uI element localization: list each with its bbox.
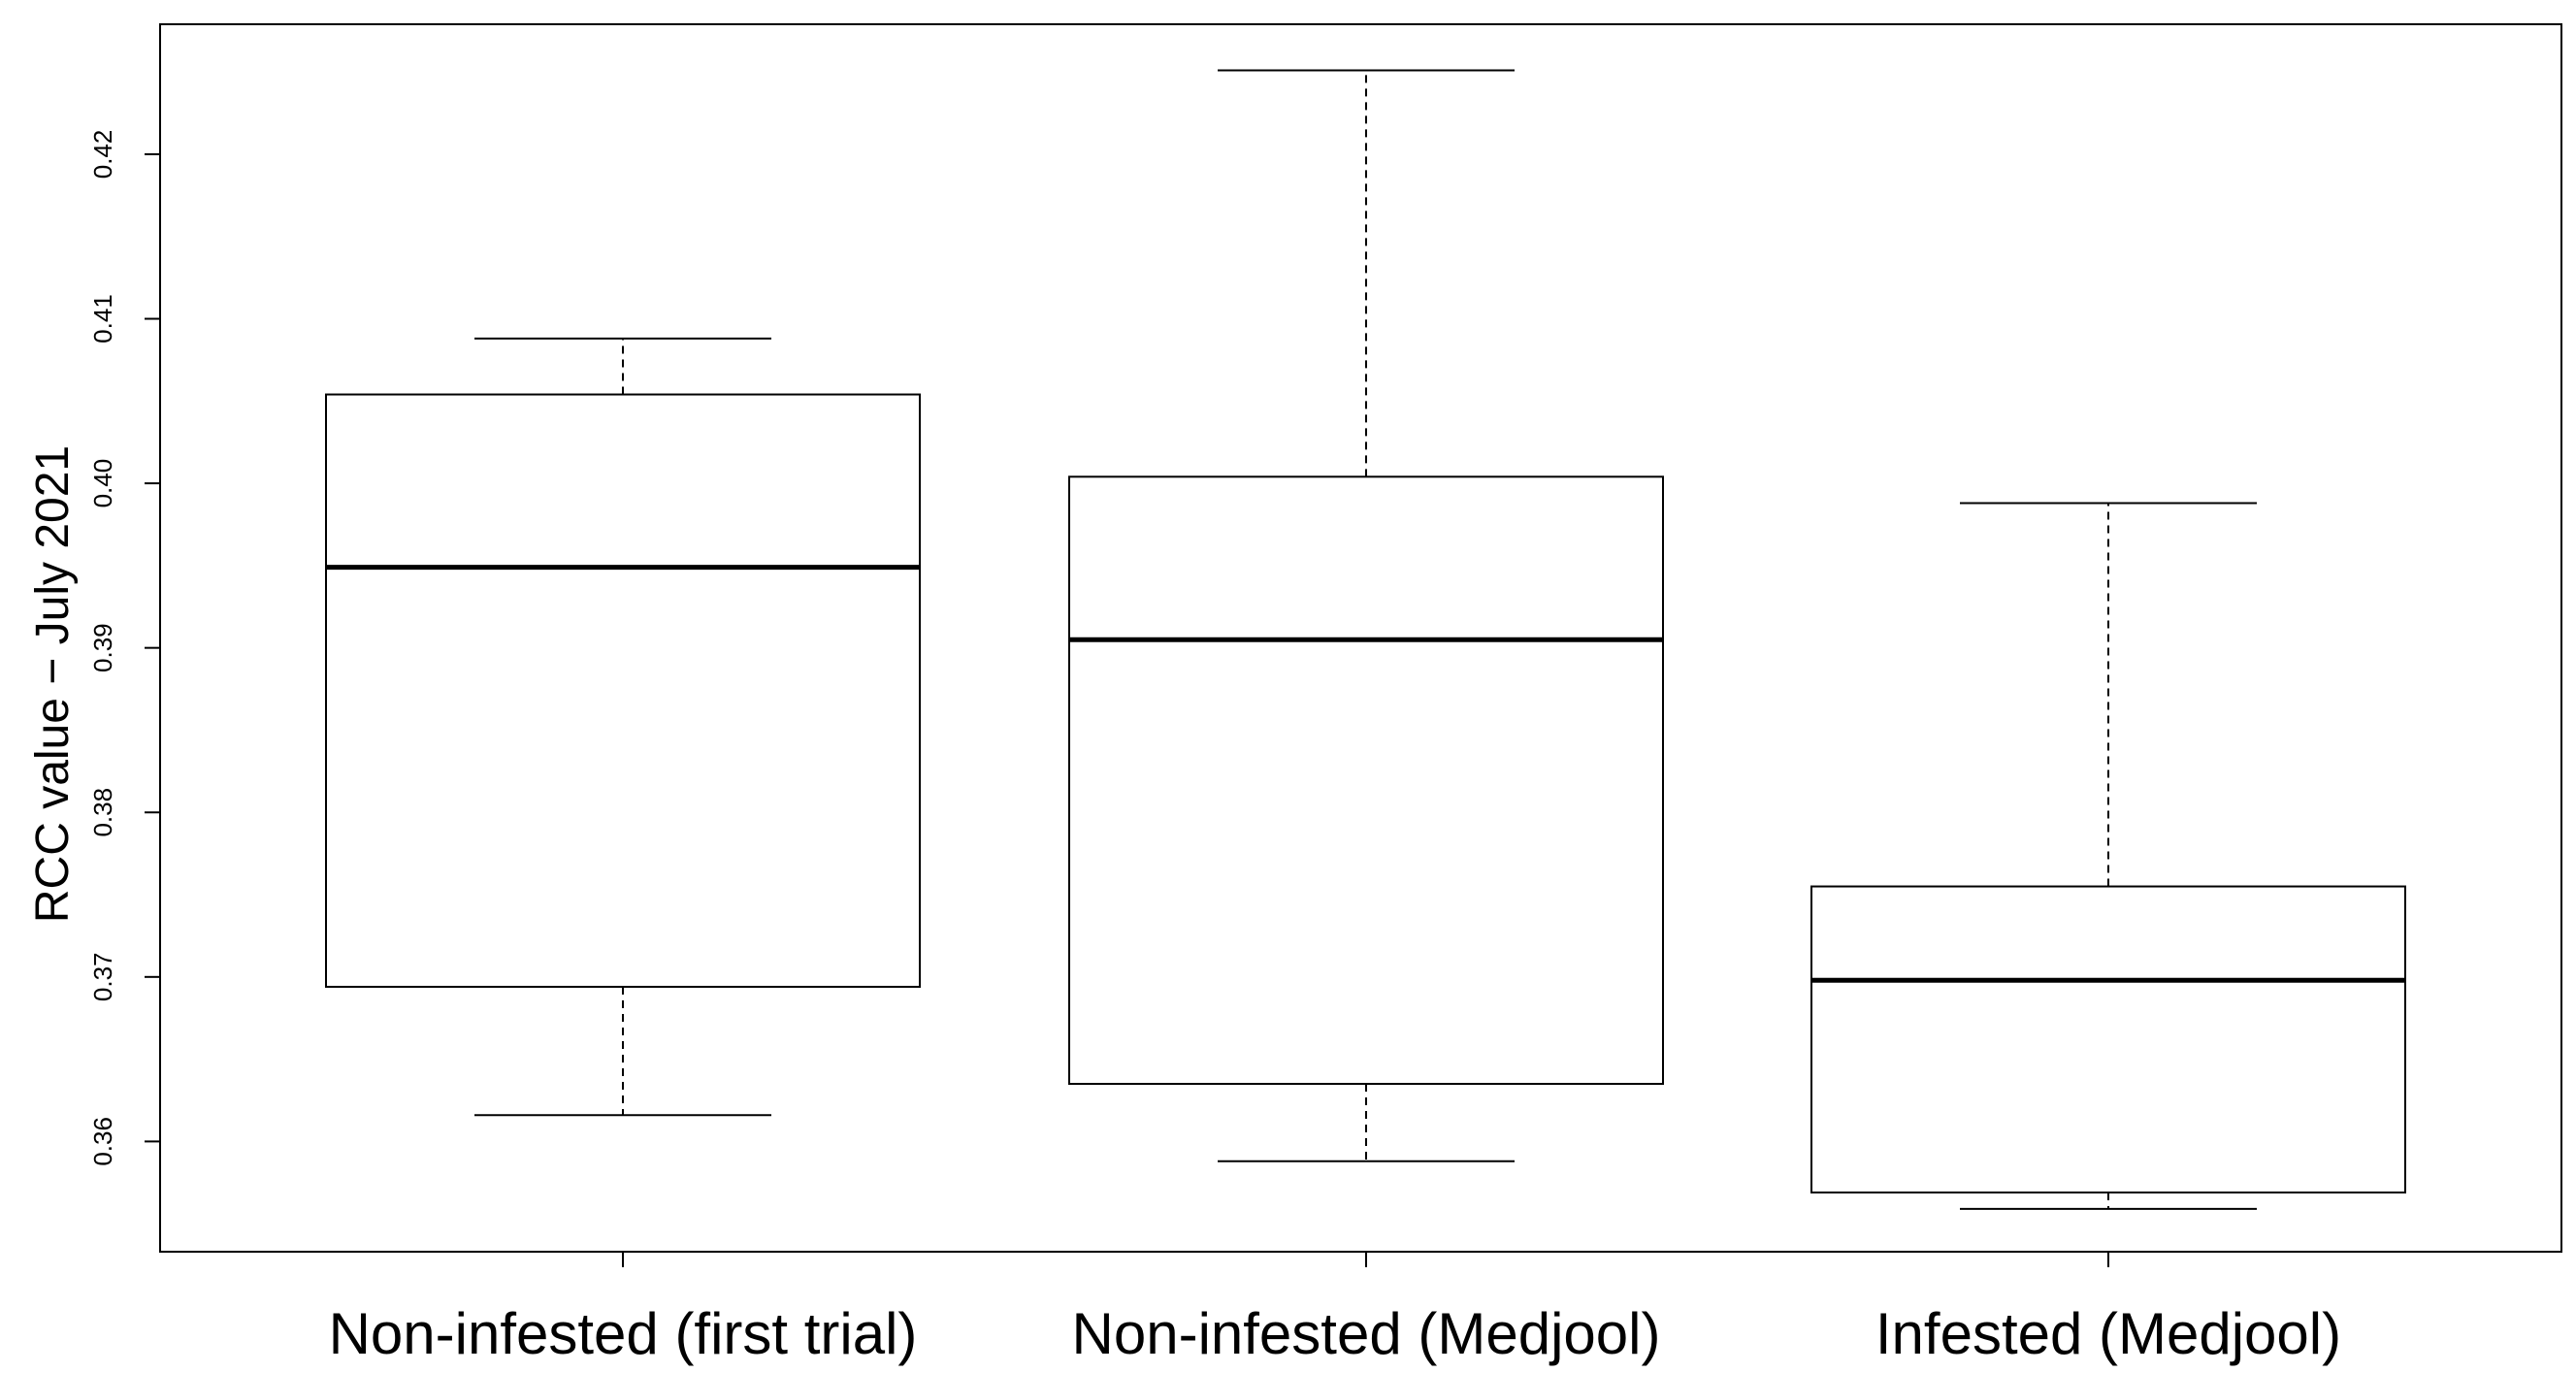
y-tick-label: 0.42 (88, 130, 117, 180)
x-tick-label: Non-infested (first trial) (329, 1301, 918, 1366)
y-tick-label: 0.38 (88, 788, 117, 837)
x-tick-label: Non-infested (Medjool) (1072, 1301, 1661, 1366)
y-tick-label: 0.39 (88, 623, 117, 672)
box-group (1810, 502, 2406, 1210)
box-group (325, 337, 921, 1117)
box-group (1068, 69, 1664, 1162)
plot-frame (159, 23, 2562, 1253)
y-tick-label: 0.40 (88, 459, 117, 508)
boxes-layer (325, 69, 2406, 1210)
iqr-box (1810, 885, 2406, 1193)
iqr-box (325, 393, 921, 988)
axes-layer: Non-infested (first trial) Non-infested (… (88, 130, 2341, 1366)
y-axis-label: RCC value − July 2021 (27, 445, 79, 923)
y-tick-label: 0.36 (88, 1117, 117, 1166)
y-tick-label: 0.41 (88, 294, 117, 343)
y-tick-label: 0.37 (88, 953, 117, 1002)
x-tick-label: Infested (Medjool) (1875, 1301, 2341, 1366)
iqr-box (1068, 475, 1664, 1086)
